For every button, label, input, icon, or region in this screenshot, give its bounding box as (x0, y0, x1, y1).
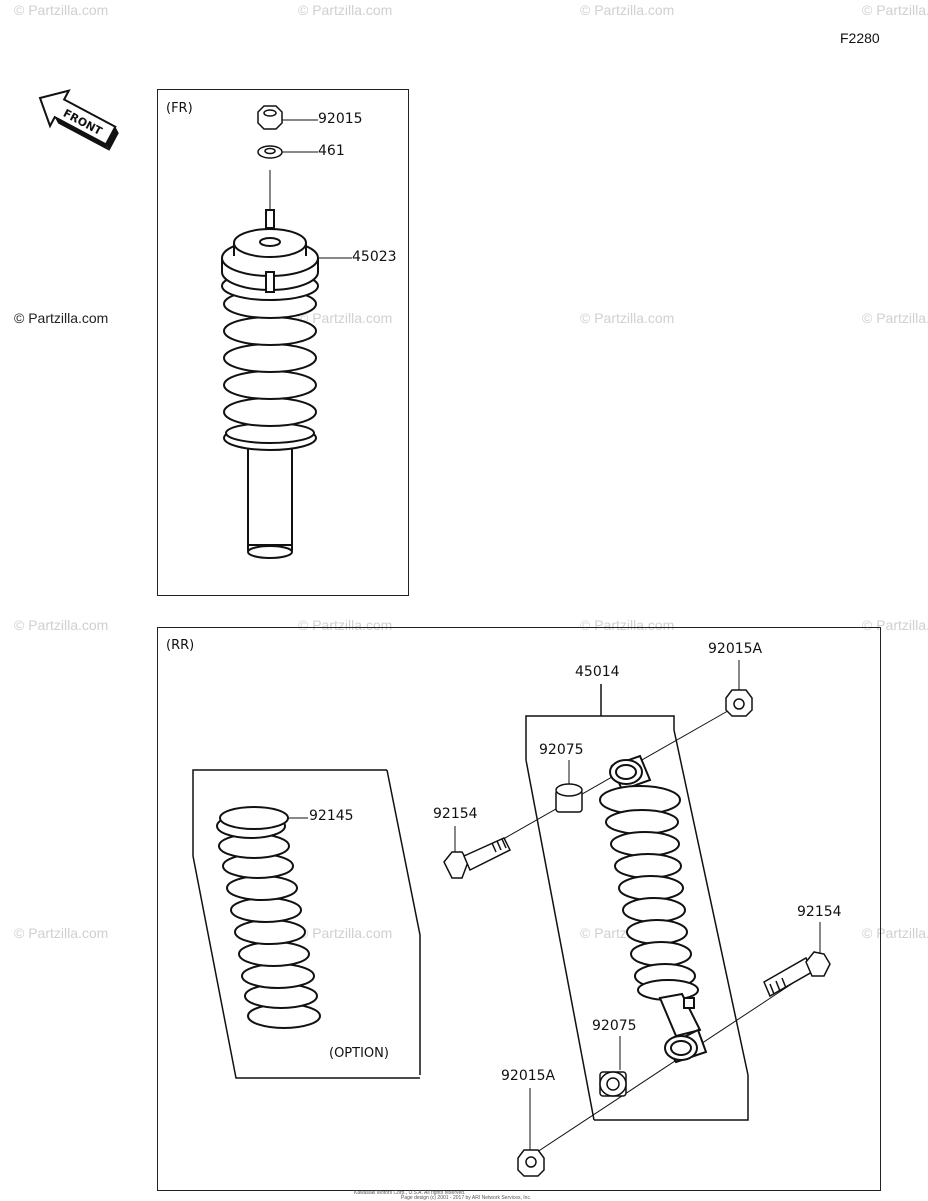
watermark: © Partzilla.com (14, 925, 109, 941)
watermark: © Partzilla.com (14, 2, 109, 18)
rear-shock-absorber-icon (599, 754, 708, 1064)
watermark: © Partzilla.com (580, 310, 675, 326)
watermark: © Partzilla.com (862, 310, 928, 326)
watermark: © Partzilla.com (580, 617, 675, 633)
nut-icon (517, 1088, 545, 1177)
watermark: © Partzilla.com (298, 617, 393, 633)
part-number[interactable]: 92145 (309, 808, 354, 824)
part-number[interactable]: 461 (318, 143, 345, 159)
rear-panel (157, 627, 881, 1191)
bushing-icon (599, 1036, 627, 1097)
part-number[interactable]: 45014 (575, 664, 620, 680)
watermark: © Partzilla.com (862, 2, 928, 18)
part-number[interactable]: 92154 (797, 904, 842, 920)
nut-icon (257, 105, 318, 130)
watermark: © Partzilla.com (580, 2, 675, 18)
bolt-icon (443, 826, 512, 879)
watermark: © Partzilla.com (14, 310, 109, 326)
bolt-icon (763, 922, 831, 998)
assembly-bracket (525, 684, 749, 1121)
watermark: © Partzilla.com (298, 310, 393, 326)
part-number[interactable]: 92075 (539, 742, 584, 758)
watermark: © Partzilla.com (298, 925, 393, 941)
option-spring-icon (216, 806, 321, 1029)
watermark: © Partzilla.com (298, 2, 393, 18)
front-shock-absorber-icon (221, 209, 352, 559)
part-number[interactable]: 92015A (708, 641, 763, 657)
front-panel (157, 89, 409, 596)
footer-design: Page design (c) 2001 - 2017 by ARI Netwo… (401, 1195, 532, 1201)
diagram-code: F2280 (840, 30, 880, 46)
watermark: © Partzilla.com (862, 617, 928, 633)
part-number[interactable]: 45023 (352, 249, 397, 265)
front-section-label: (FR) (166, 101, 193, 116)
part-number[interactable]: 92075 (592, 1018, 637, 1034)
part-number[interactable]: 92015 (318, 111, 363, 127)
rear-section-label: (RR) (166, 638, 195, 653)
option-frame (192, 769, 421, 1079)
option-label: (OPTION) (329, 1046, 389, 1061)
watermark: © Partzilla.com (14, 617, 109, 633)
part-number[interactable]: 92015A (501, 1068, 556, 1084)
part-number[interactable]: 92154 (433, 806, 478, 822)
bushing-icon (555, 760, 583, 813)
footer-copyright: Kawasaki Motors Corp., U.S.A. All rights… (354, 1190, 466, 1196)
watermark: © Partzilla.com (862, 925, 928, 941)
washer-icon (257, 145, 318, 159)
front-arrow-icon: FRONT (38, 89, 119, 151)
nut-icon (725, 660, 753, 717)
